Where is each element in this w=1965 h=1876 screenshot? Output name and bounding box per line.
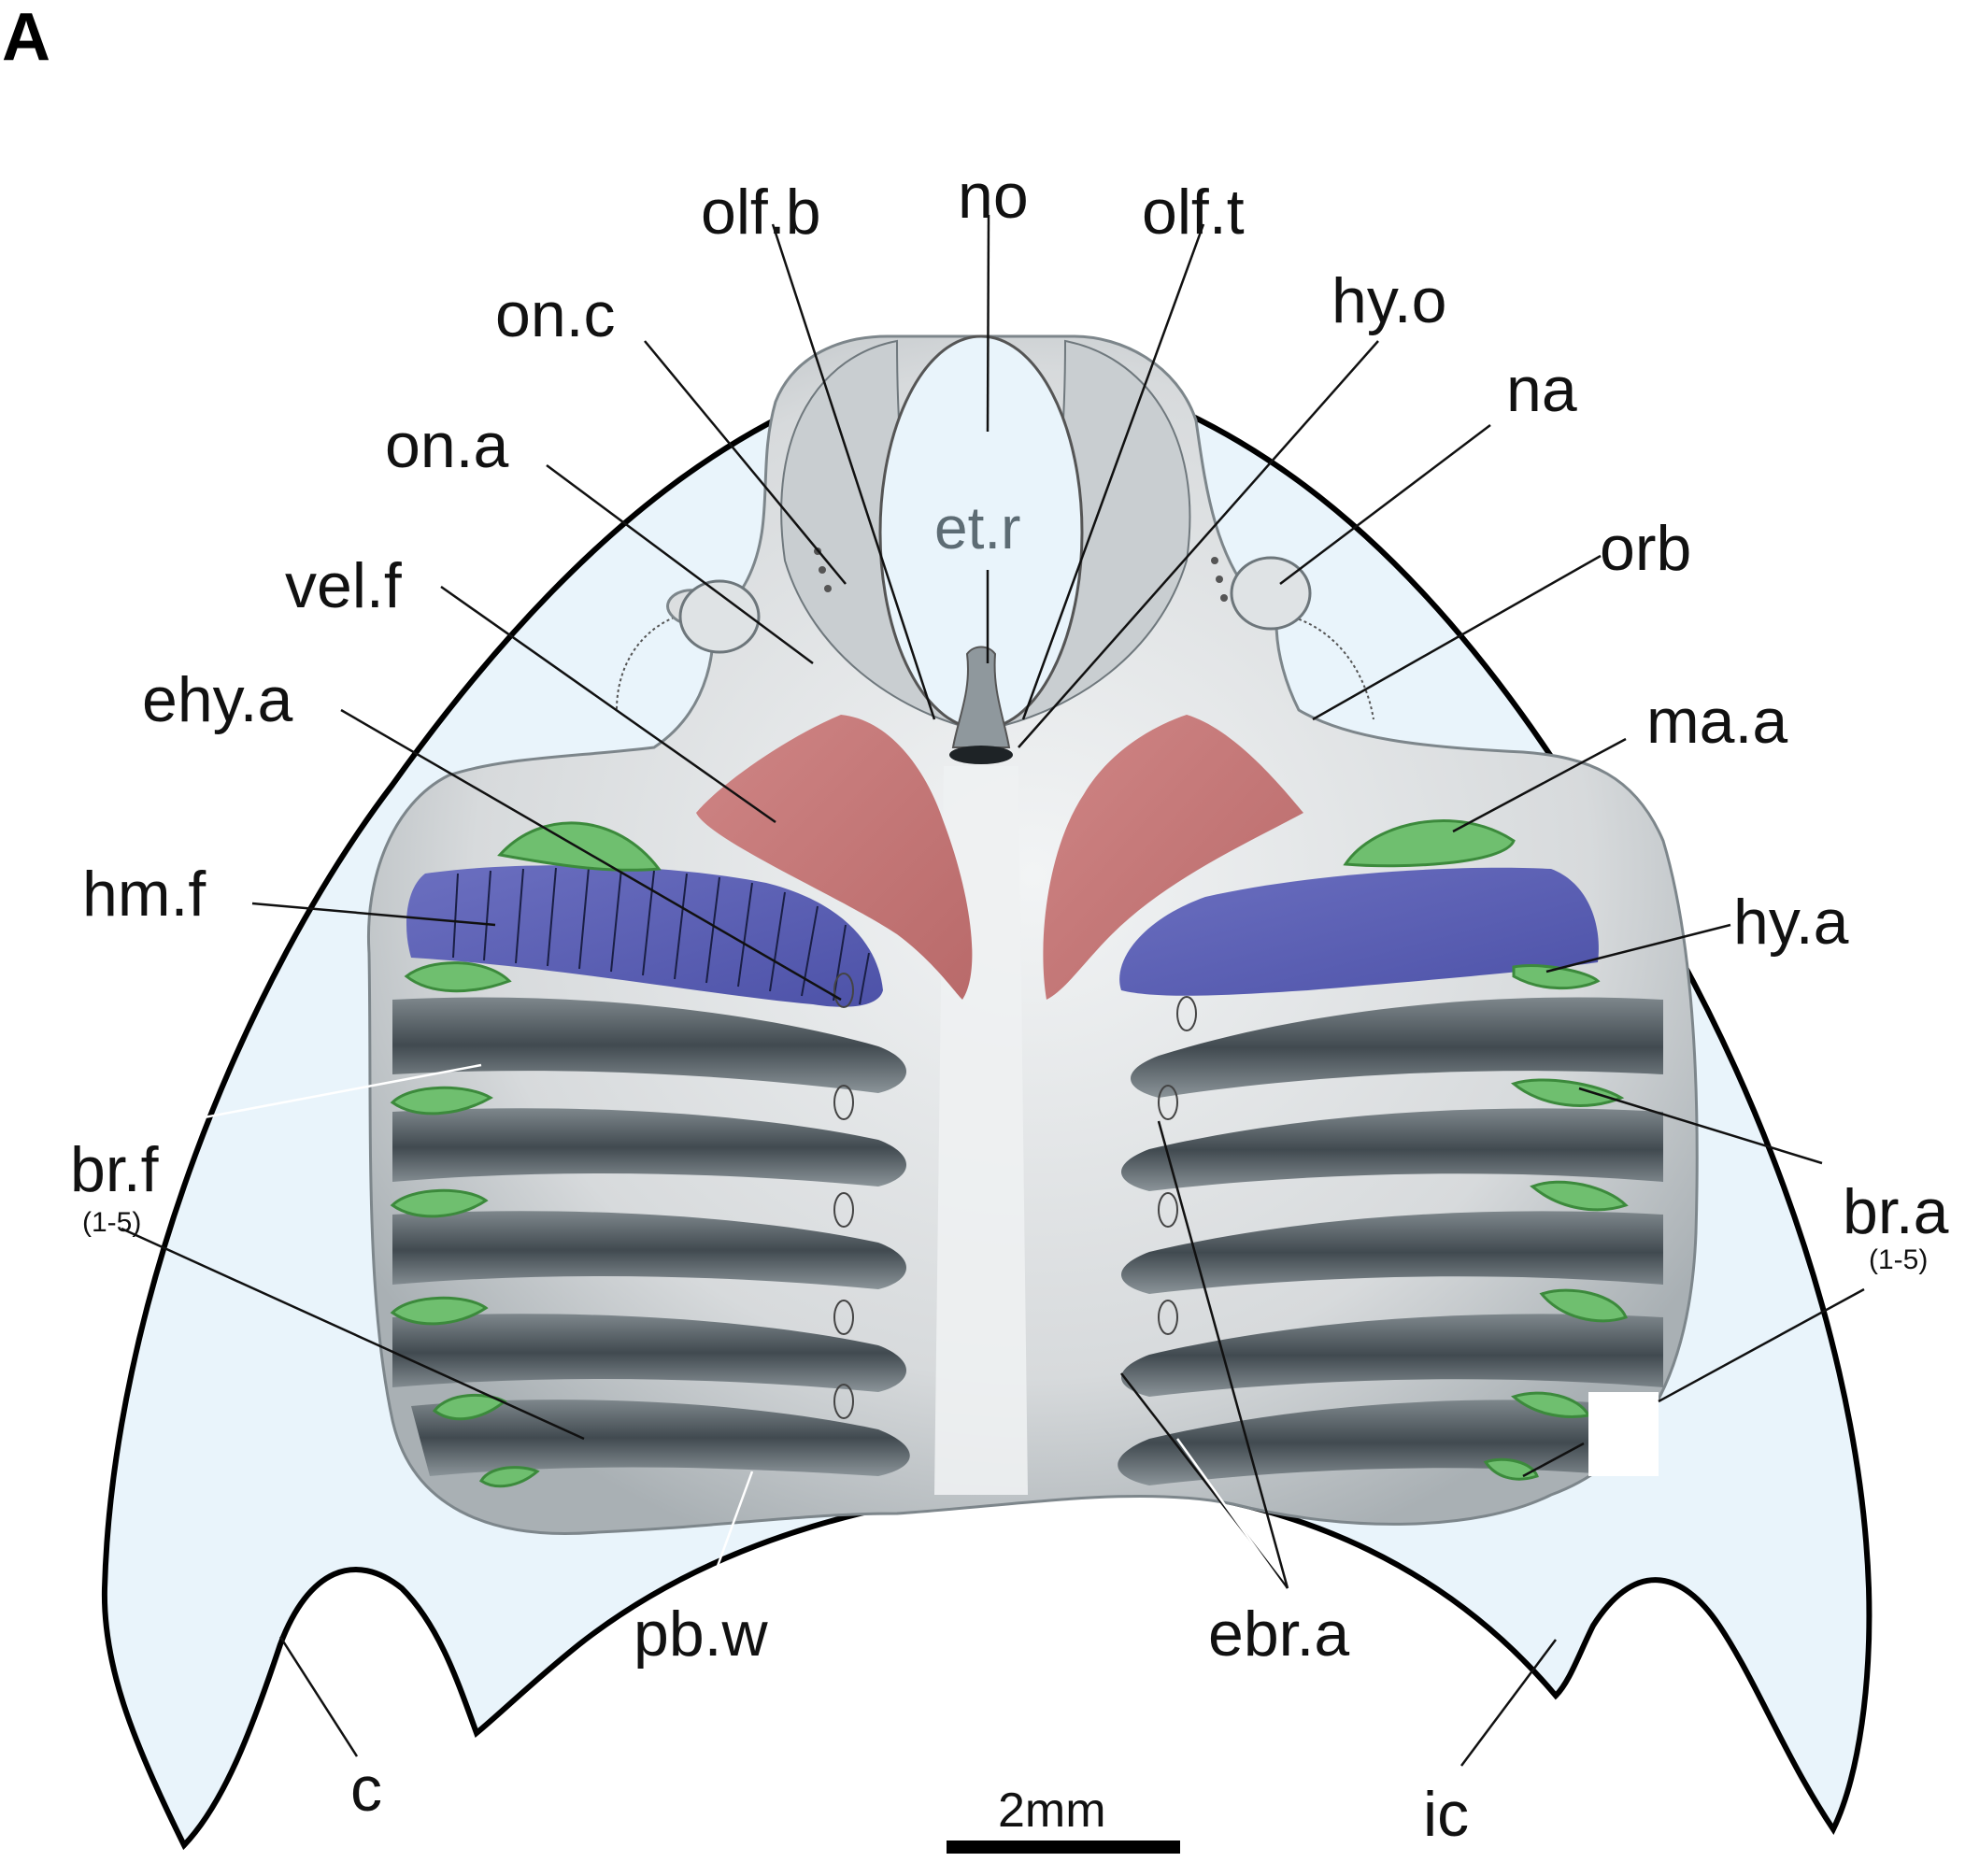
label-et-r: et.r: [934, 494, 1020, 561]
label-br-f-range: (1-5): [82, 1207, 141, 1238]
velar-fold-left: [696, 715, 973, 1000]
nasal-bump-left: [678, 579, 761, 654]
branchial-arteries-right: [1343, 819, 1629, 1481]
label-hy-o: hy.o: [1331, 265, 1446, 336]
velar-fold-right: [1043, 715, 1303, 1000]
label-br-f: br.f: [70, 1134, 159, 1205]
label-no: no: [958, 161, 1029, 232]
label-on-c: on.c: [495, 279, 616, 350]
branchial-arteries-left: [390, 821, 662, 1488]
ethmoid-ridge: [951, 646, 1011, 748]
scale-bar-label: 2mm: [998, 1784, 1106, 1838]
label-ebr-a: ebr.a: [1208, 1599, 1349, 1670]
label-ma-a: ma.a: [1646, 686, 1787, 757]
label-hy-a: hy.a: [1733, 887, 1849, 958]
leader-lines-white: [144, 1063, 1287, 1608]
label-olf-t: olf.t: [1142, 177, 1245, 248]
scale-bar-line: [947, 1840, 1180, 1854]
gill-bars-left: [392, 997, 910, 1476]
hypophyseal-opening: [949, 746, 1013, 764]
mask-rectangle: [1588, 1392, 1659, 1476]
label-orb: orb: [1600, 513, 1691, 584]
panel-letter: A: [2, 0, 50, 75]
label-ic: ic: [1423, 1779, 1469, 1850]
nasal-bump-right: [1230, 556, 1312, 631]
label-pb-w: pb.w: [634, 1599, 769, 1670]
label-ehy-a: ehy.a: [142, 664, 292, 735]
hyomandibular-fold-left: [406, 865, 883, 1007]
hyomandibular-fold-right: [1119, 867, 1599, 996]
label-br-a-range: (1-5): [1869, 1244, 1928, 1275]
leader-lines: [121, 214, 1865, 1767]
hyomandibular-fold-hatching: [452, 867, 870, 1005]
label-vel-f: vel.f: [285, 550, 402, 621]
orbit-outline-left: [616, 611, 697, 711]
label-on-a: on.a: [385, 410, 509, 481]
efferent-artery-rings: [833, 973, 1197, 1419]
label-hm-f: hm.f: [82, 859, 206, 930]
gill-bars-right: [1118, 997, 1663, 1485]
label-na: na: [1506, 354, 1577, 425]
label-olf-b: olf.b: [701, 177, 821, 248]
label-br-a: br.a: [1843, 1176, 1949, 1247]
label-c: c: [350, 1754, 382, 1825]
scale-bar: 2mm: [947, 1784, 1180, 1854]
